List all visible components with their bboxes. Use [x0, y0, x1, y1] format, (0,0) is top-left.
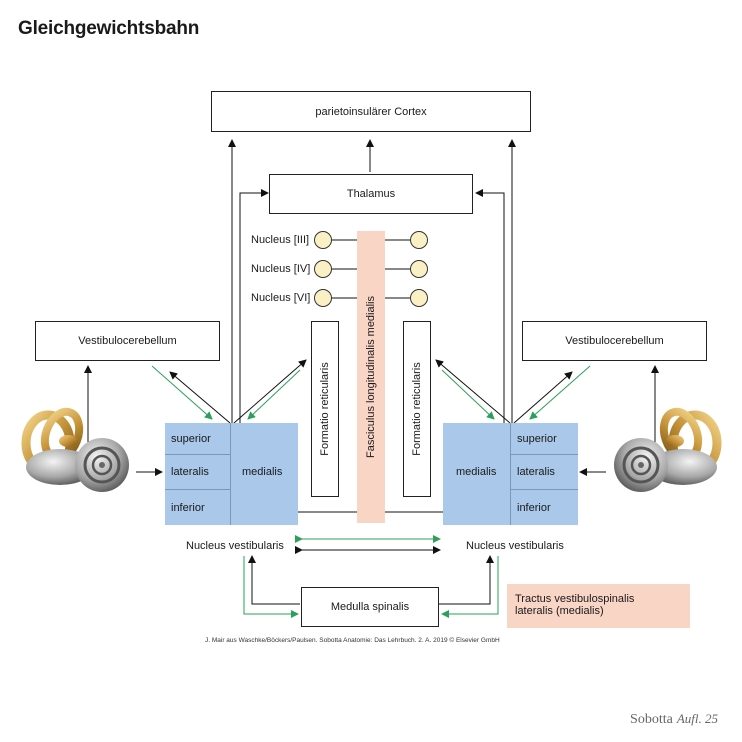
vestibular-nucleus-right: medialis superior lateralis inferior — [443, 423, 578, 525]
footer-brand-name: Sobotta — [630, 712, 673, 727]
arrow-formatio-nucleus-left — [247, 369, 301, 420]
nucleus-left-medialis: medialis — [242, 466, 283, 478]
vestibulocerebellum-left-box: Vestibulocerebellum — [35, 321, 220, 361]
page-title: Gleichgewichtsbahn — [18, 18, 200, 39]
footer-edition: Aufl. 25 — [676, 711, 718, 726]
formatio-left-label: Formatio reticularis — [319, 362, 331, 456]
nucleus-iv-label: Nucleus [IV] — [251, 263, 311, 275]
arrow-cerebellum-nucleus-left — [151, 365, 213, 420]
nucleus-iii-label: Nucleus [III] — [251, 234, 310, 246]
arrow-left-thalamus — [239, 189, 269, 423]
inner-ear-left-icon — [21, 407, 129, 492]
medulla-spinalis-box: Medulla spinalis — [301, 587, 439, 627]
nucleus-right-superior: superior — [517, 432, 557, 445]
formatio-right-label: Formatio reticularis — [411, 362, 423, 456]
nucleus-left-lateralis: lateralis — [171, 466, 209, 478]
nucleus-vi-label: Nucleus [VI] — [251, 292, 311, 304]
vestibulocerebellum-right-box: Vestibulocerebellum — [522, 321, 707, 361]
arrow-nucleus-cerebellum-left — [169, 371, 231, 424]
inner-ear-right-icon — [614, 407, 722, 492]
arrow-medulla-left — [248, 555, 300, 605]
arrow-left-medulla — [243, 556, 299, 618]
nucleus-left-superior: superior — [171, 432, 211, 445]
nucleus-vestibularis-left-label: Nucleus vestibularis — [186, 540, 284, 552]
arrow-formatio-nucleus-right — [441, 369, 495, 420]
thalamus-box: Thalamus — [269, 174, 473, 214]
arrow-nucleus-cerebellum-right — [513, 371, 573, 424]
nucleus-right-medialis: medialis — [456, 466, 497, 478]
formatio-right-box: Formatio reticularis — [403, 321, 431, 497]
formatio-left-box: Formatio reticularis — [311, 321, 339, 497]
arrow-nucleus-formatio-left — [233, 359, 307, 424]
nucleus-iii-circle-left — [314, 231, 332, 249]
nucleus-vestibularis-right-label: Nucleus vestibularis — [466, 540, 564, 552]
tractus-vestibulospinalis-box: Tractus vestibulospinalis lateralis (med… — [507, 584, 690, 628]
arrow-nucleus-formatio-right — [435, 359, 511, 424]
nucleus-vi-circle-right — [410, 289, 428, 307]
tractus-line-2: lateralis (medialis) — [515, 605, 604, 617]
arrow-right-thalamus — [475, 189, 505, 423]
nucleus-iv-circle-left — [314, 260, 332, 278]
nucleus-vi-circle-left — [314, 289, 332, 307]
arrow-medulla-right — [438, 555, 494, 605]
vestibular-nucleus-left: superior lateralis inferior medialis — [165, 423, 298, 525]
arrow-cerebellum-nucleus-right — [529, 365, 591, 420]
flm-label: Fasciculus longitudinalis medialis — [365, 295, 377, 459]
nucleus-right-inferior: inferior — [517, 501, 551, 514]
tractus-line-1: Tractus vestibulospinalis — [515, 593, 635, 605]
nucleus-right-lateralis: lateralis — [517, 466, 555, 478]
nucleus-iv-circle-right — [410, 260, 428, 278]
arrow-right-medulla — [441, 556, 499, 618]
cortex-box: parietoinsulärer Cortex — [211, 91, 531, 132]
nucleus-iii-circle-right — [410, 231, 428, 249]
image-credit: J. Mair aus Waschke/Böckers/Paulsen. Sob… — [205, 637, 500, 644]
flm-band: Fasciculus longitudinalis medialis — [357, 231, 385, 523]
nucleus-left-inferior: inferior — [171, 501, 205, 514]
